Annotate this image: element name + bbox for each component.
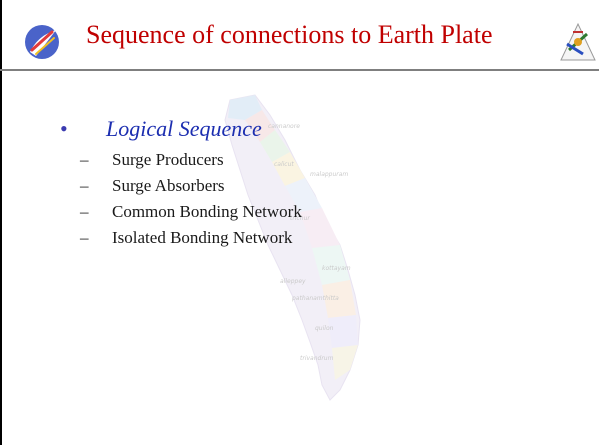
bullet-marker: • (60, 116, 68, 141)
sub-bullet-list: – Surge Producers – Surge Absorbers – Co… (60, 150, 460, 254)
kerala-map-watermark: cannanore calicut malappuram trichur kot… (224, 94, 361, 401)
list-item-label: Surge Absorbers (112, 176, 225, 195)
list-item: – Surge Absorbers (60, 176, 460, 202)
list-item-label: Common Bonding Network (112, 202, 302, 221)
map-label-cannanore: cannanore (268, 123, 300, 130)
map-label-malappuram: malappuram (310, 171, 348, 178)
list-item: – Surge Producers (60, 150, 460, 176)
training-center-logo-icon (560, 22, 596, 61)
slide-left-border (0, 0, 2, 445)
slide-title: Sequence of connections to Earth Plate (86, 20, 493, 49)
map-label-trichur: trichur (290, 215, 310, 222)
bullet-heading: Logical Sequence (106, 116, 262, 141)
map-label-quilon: quilon (315, 325, 334, 332)
map-label-kottayam: kottayam (322, 265, 351, 272)
dash-marker: – (80, 150, 89, 169)
dash-marker: – (80, 176, 89, 195)
list-item-label: Isolated Bonding Network (112, 228, 293, 247)
map-label-pathanamthitta: pathanamthitta (291, 295, 339, 302)
map-label-calicut: calicut (274, 161, 294, 168)
map-label-trivandrum: trivandrum (300, 355, 334, 362)
dash-marker: – (80, 202, 89, 221)
list-item: – Common Bonding Network (60, 202, 460, 228)
list-item: – Isolated Bonding Network (60, 228, 460, 254)
header-divider (0, 69, 599, 71)
list-item-label: Surge Producers (112, 150, 224, 169)
slide-header: Sequence of connections to Earth Plate (0, 0, 599, 71)
map-label-alleppey: alleppey (280, 278, 306, 285)
dash-marker: – (80, 228, 89, 247)
bsnl-logo-icon (25, 25, 59, 59)
